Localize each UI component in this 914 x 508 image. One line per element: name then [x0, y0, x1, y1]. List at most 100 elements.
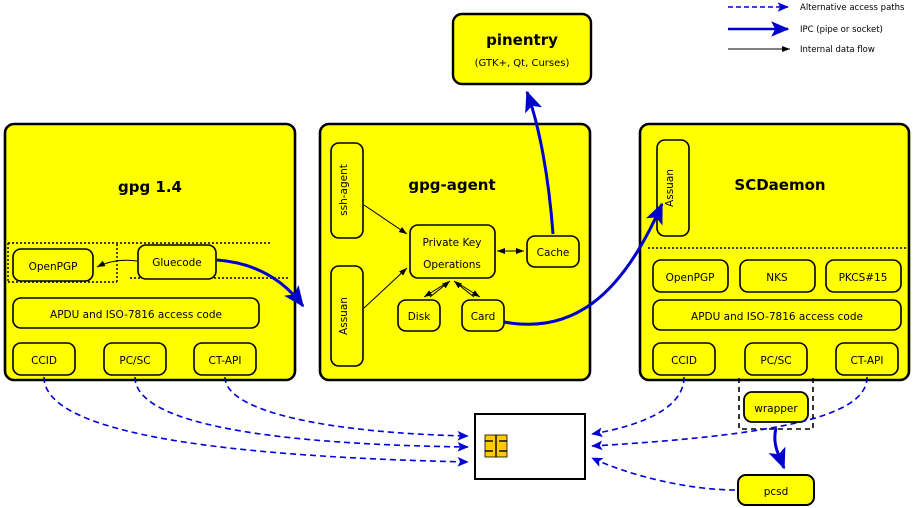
gpg-openpgp-label: OpenPGP [29, 261, 78, 273]
private-key-operations-box[interactable]: Private Key Operations [409, 224, 496, 279]
scdaemon-app-pkcs15-shape [825, 259, 902, 293]
gpg-apdu-box[interactable]: APDU and ISO-7816 access code [12, 297, 260, 329]
arrow-assuan-to-pko [363, 267, 408, 309]
ipc-wrapper-to-pcsd [768, 427, 786, 470]
scdaemon-driver-ctapi[interactable]: CT-API [835, 342, 899, 376]
scdaemon-driver-pcsc-shape [744, 342, 808, 376]
smartcard-chip-icon [484, 434, 508, 458]
pinentry-title: pinentry [486, 31, 558, 49]
scdaemon-assuan-label: Assuan [664, 169, 676, 207]
pinentry-box-shape [451, 12, 593, 86]
wrapper-label: wrapper [754, 403, 798, 415]
gpg-driver-ccid-shape [12, 342, 76, 376]
scdaemon-app-pkcs15[interactable]: PKCS#15 [825, 259, 902, 293]
legend-label-1: IPC (pipe or socket) [800, 25, 883, 35]
gpg-openpgp-shape [12, 248, 94, 282]
gpg-gluecode-box[interactable]: Gluecode [137, 244, 217, 280]
gpg-agent-cache-box[interactable]: Cache [526, 235, 580, 268]
arrow-disk-to-pko [429, 280, 451, 298]
gpg-driver-pcsc[interactable]: PC/SC [103, 342, 167, 376]
alt-path-gpg-ccid-to-card [43, 376, 469, 467]
alt-path-gpg-ctapi-to-card [224, 376, 469, 441]
ssh-agent-shape [330, 142, 364, 239]
scdaemon-app-nks-label: NKS [766, 272, 788, 284]
gpg-openpgp-box[interactable]: OpenPGP [12, 248, 94, 282]
pcsd-label: pcsd [764, 486, 789, 498]
scdaemon-app-openpgp-label: OpenPGP [666, 272, 715, 284]
disk-label: Disk [408, 311, 431, 323]
scdaemon-driver-pcsc[interactable]: PC/SC [744, 342, 808, 376]
private-key-operations-shape [409, 224, 496, 279]
alt-path-gpg-pcsc-to-card [134, 376, 469, 452]
scdaemon-container[interactable]: SCDaemon Assuan OpenPGP NKS PKCS#15 APDU [638, 122, 911, 382]
scdaemon-driver-pcsc-label: PC/SC [760, 355, 791, 367]
gpg-gluecode-label: Gluecode [152, 257, 202, 269]
gpg-agent-card-box[interactable]: Card [461, 299, 505, 332]
alt-access-paths [43, 376, 868, 491]
ipc-cache-to-pinentry [525, 90, 555, 235]
private-key-operations-line1: Private Key [423, 237, 482, 249]
gpg-agent-assuan-shape [330, 265, 364, 367]
cache-label: Cache [537, 247, 570, 259]
legend-label-0: Alternative access paths [800, 3, 905, 13]
scdaemon-driver-ccid-shape [652, 342, 716, 376]
legend: Alternative access paths IPC (pipe or so… [728, 2, 905, 55]
gpg-agent-container[interactable]: gpg-agent ssh-agent Assuan Private Key O… [318, 122, 592, 382]
ipc-card-to-scdaemon-assuan [503, 202, 664, 326]
smartcard[interactable] [474, 413, 586, 480]
scdaemon-driver-ccid-label: CCID [671, 355, 697, 367]
scdaemon-apdu-label: APDU and ISO-7816 access code [691, 311, 863, 323]
gpg-agent-title: gpg-agent [408, 176, 495, 194]
legend-label-2: Internal data flow [800, 45, 875, 55]
card-shape [461, 299, 505, 332]
scdaemon-apdu-shape [652, 299, 902, 331]
gpg-agent-disk-box[interactable]: Disk [397, 299, 441, 332]
scdaemon-app-openpgp[interactable]: OpenPGP [652, 259, 729, 293]
scdaemon-driver-ctapi-label: CT-API [851, 355, 884, 367]
pcsd-shape [737, 474, 815, 506]
scdaemon-apdu-box[interactable]: APDU and ISO-7816 access code [652, 299, 902, 331]
pcsd-box[interactable]: pcsd [737, 474, 815, 506]
arrow-card-to-pko [453, 280, 475, 298]
scdaemon-app-openpgp-shape [652, 259, 729, 293]
pinentry-box[interactable]: pinentry (GTK+, Qt, Curses) [451, 12, 593, 86]
private-key-operations-line2: Operations [423, 259, 481, 271]
gpg-driver-ccid[interactable]: CCID [12, 342, 76, 376]
wrapper-shape [743, 391, 809, 423]
gpg-app-dotted-region [7, 242, 290, 283]
gpg-driver-ccid-label: CCID [31, 355, 57, 367]
gpg-driver-ctapi-shape [193, 342, 257, 376]
wrapper-group[interactable]: wrapper [738, 378, 814, 430]
scdaemon-app-pkcs15-label: PKCS#15 [839, 272, 888, 284]
gpg-driver-pcsc-shape [103, 342, 167, 376]
scdaemon-driver-ccid[interactable]: CCID [652, 342, 716, 376]
gpg-agent-assuan-box[interactable]: Assuan [330, 265, 364, 367]
disk-shape [397, 299, 441, 332]
pinentry-subtitle: (GTK+, Qt, Curses) [475, 58, 570, 69]
gpg-apdu-label: APDU and ISO-7816 access code [50, 309, 222, 321]
scdaemon-app-nks[interactable]: NKS [739, 259, 816, 293]
card-label: Card [471, 311, 496, 323]
gpg-container[interactable]: gpg 1.4 OpenPGP Gluecode APDU and ISO-78… [3, 122, 297, 382]
arrow-ssh-agent-to-pko [363, 204, 408, 235]
scdaemon-driver-ctapi-shape [835, 342, 899, 376]
gpg-agent-assuan-label: Assuan [338, 297, 350, 335]
cache-shape [526, 235, 580, 268]
gpg-driver-pcsc-label: PC/SC [119, 355, 150, 367]
gpg-driver-ctapi[interactable]: CT-API [193, 342, 257, 376]
ssh-agent-label: ssh-agent [338, 164, 350, 216]
gpg-gluecode-shape [137, 244, 217, 280]
gpg-driver-ctapi-label: CT-API [209, 355, 242, 367]
arrow-gluecode-to-openpgp [96, 259, 138, 268]
ipc-gluecode-to-gpg-agent-assuan [216, 258, 305, 308]
alt-path-scdaemon-ctapi-to-card [591, 376, 868, 451]
scdaemon-assuan-box[interactable]: Assuan [656, 139, 690, 237]
gpg-apdu-shape [12, 297, 260, 329]
gpg-title: gpg 1.4 [118, 178, 182, 196]
scdaemon-app-nks-shape [739, 259, 816, 293]
ipc-connections [216, 90, 786, 470]
scdaemon-assuan-shape [656, 139, 690, 237]
alt-path-scdaemon-ccid-to-card [591, 376, 685, 437]
gpg-agent-ssh-agent-box[interactable]: ssh-agent [330, 142, 364, 239]
